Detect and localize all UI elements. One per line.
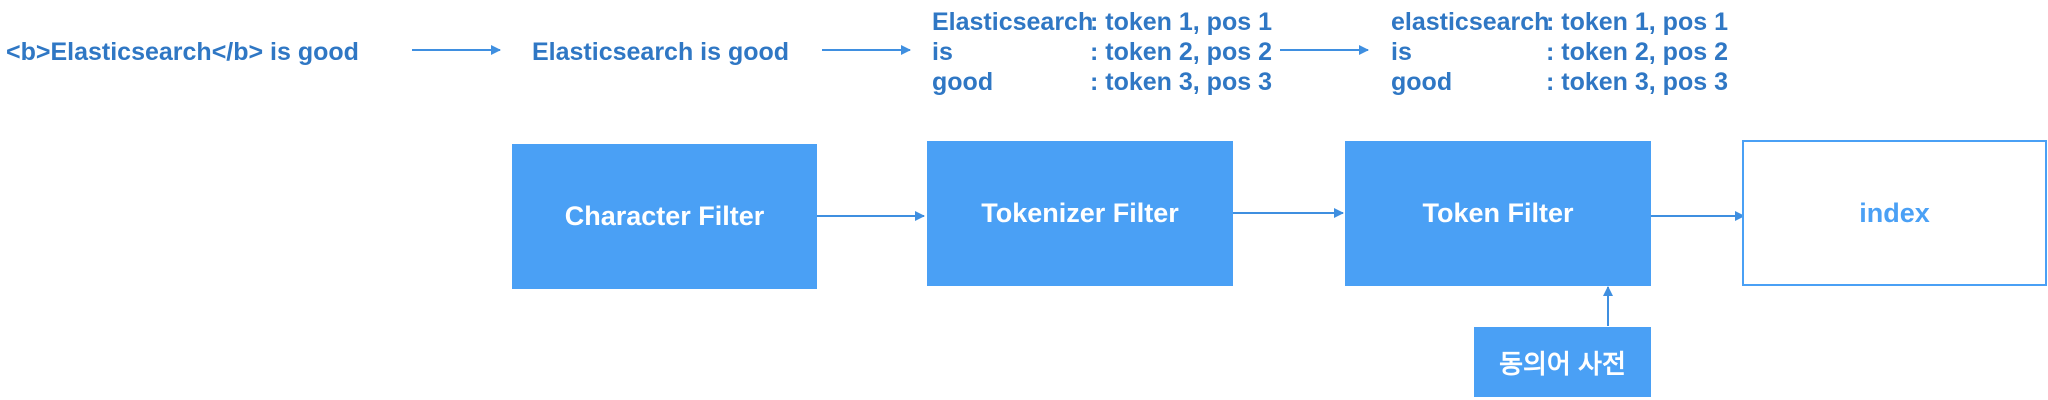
token-info: : token 2, pos 2 — [1546, 38, 1728, 66]
token-row: Elasticsearch : token 1, pos 1 — [932, 7, 1272, 37]
token-term: elasticsearch — [1391, 8, 1550, 36]
index-box: index — [1742, 140, 2047, 286]
tokenizer-output: Elasticsearch : token 1, pos 1 is : toke… — [932, 7, 1272, 97]
char-filtered-text: Elasticsearch is good — [532, 38, 790, 66]
token-info: : token 2, pos 2 — [1090, 38, 1272, 66]
tokenizer-filter-box: Tokenizer Filter — [927, 141, 1233, 286]
synonym-dictionary-box: 동의어 사전 — [1474, 327, 1651, 397]
token-info: : token 1, pos 1 — [1090, 8, 1272, 36]
token-term: is — [1391, 38, 1412, 66]
token-filter-box: Token Filter — [1345, 141, 1651, 286]
token-term: good — [932, 68, 994, 96]
token-row: elasticsearch : token 1, pos 1 — [1391, 7, 1731, 37]
token-row: is : token 2, pos 2 — [1391, 37, 1731, 67]
token-term: Elasticsearch — [932, 8, 1094, 36]
character-filter-box: Character Filter — [512, 144, 817, 289]
token-row: good : token 3, pos 3 — [1391, 67, 1731, 97]
token-info: : token 1, pos 1 — [1546, 8, 1728, 36]
token-row: good : token 3, pos 3 — [932, 67, 1272, 97]
token-term: good — [1391, 68, 1453, 96]
token-info: : token 3, pos 3 — [1546, 68, 1728, 96]
token-term: is — [932, 38, 953, 66]
token-row: is : token 2, pos 2 — [932, 37, 1272, 67]
token-info: : token 3, pos 3 — [1090, 68, 1272, 96]
token-filter-output: elasticsearch : token 1, pos 1 is : toke… — [1391, 7, 1731, 97]
raw-text: <b>Elasticsearch</b> is good — [6, 38, 359, 66]
